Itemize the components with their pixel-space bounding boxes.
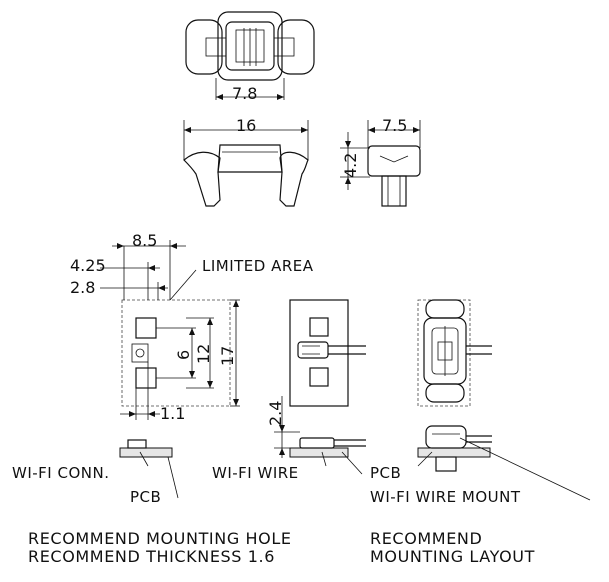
dim-wire-height: 2.4 [266,400,285,426]
caption-left-line2: RECOMMEND THICKNESS 1.6 [28,547,275,567]
dim-hole-spacing: 6 [174,349,193,360]
caption-mounting-hole: RECOMMEND MOUNTING HOLE RECOMMEND THICKN… [28,529,292,567]
dim-hole-width: 1.1 [160,404,186,423]
label-limited-area: LIMITED AREA [202,257,314,275]
dim-area-height: 17 [218,345,237,366]
caption-left-line1: RECOMMEND MOUNTING HOLE [28,529,292,548]
label-pcb-mid: PCB [370,464,402,482]
dim-hole-offset-c: 2.8 [70,278,96,297]
dim-end-height: 4.2 [341,152,360,178]
caption-right-line2: MOUNTING LAYOUT [370,547,535,567]
label-wifi-conn: WI-FI CONN. [12,464,110,482]
label-pcb-left: PCB [130,488,162,506]
clip-end-view [340,120,421,207]
mounting-layout-drawing [417,299,591,501]
clip-side-view [183,120,309,207]
dim-hole-offset-a: 8.5 [132,231,158,250]
dim-top-width: 7.8 [232,84,258,103]
caption-mounting-layout: RECOMMEND MOUNTING LAYOUT [370,529,535,567]
dim-hole-offset-b: 4.25 [70,256,106,275]
wire-hole-drawing [274,299,366,475]
label-wifi-wire-mount: WI-FI WIRE MOUNT [370,488,521,506]
dim-side-width: 16 [236,116,257,135]
mounting-hole-drawing [100,240,240,499]
dim-hole-span: 12 [194,343,213,364]
label-wifi-wire: WI-FI WIRE [212,464,299,482]
caption-right-line1: RECOMMEND [370,529,483,548]
dim-end-width: 7.5 [382,116,408,135]
clip-top-view [185,11,315,100]
